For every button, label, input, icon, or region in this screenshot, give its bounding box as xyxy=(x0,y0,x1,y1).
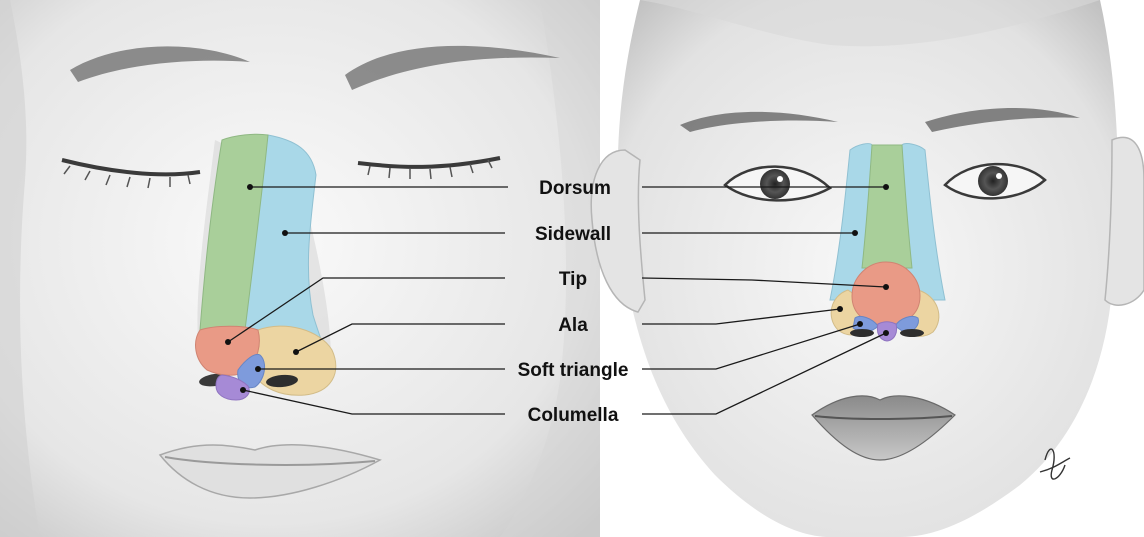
right-tip-region xyxy=(852,262,920,325)
label-tip: Tip xyxy=(559,269,587,290)
label-columella: Columella xyxy=(528,405,619,426)
label-soft-triangle: Soft triangle xyxy=(518,360,629,381)
label-ala: Ala xyxy=(558,315,588,336)
right-nose-subunits xyxy=(830,144,945,341)
label-sidewall: Sidewall xyxy=(535,224,611,245)
label-dorsum: Dorsum xyxy=(539,178,611,199)
